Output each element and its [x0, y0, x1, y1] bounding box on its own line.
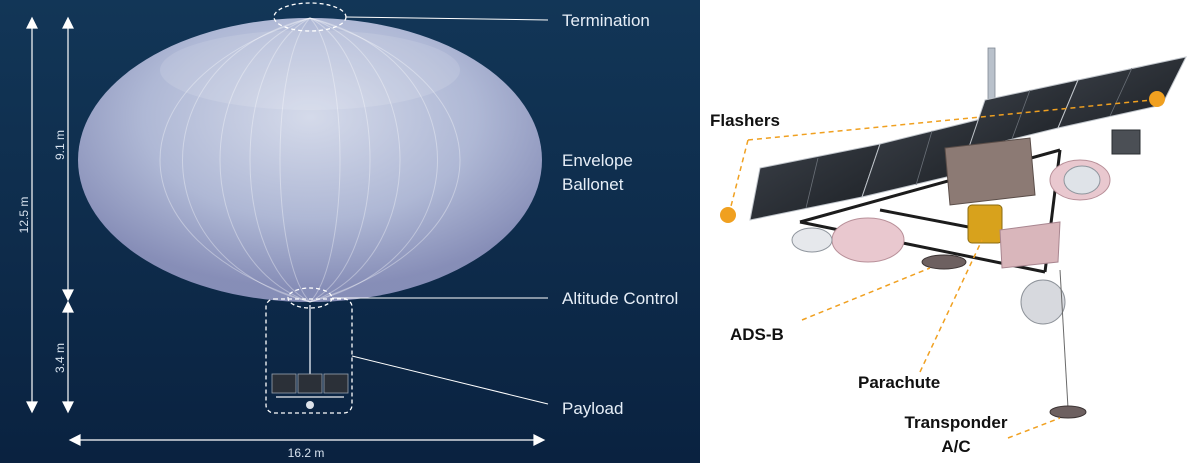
envelope-label: Envelope: [562, 151, 633, 170]
flashers-label: Flashers: [710, 111, 780, 130]
payload-height-dimension: [62, 300, 74, 414]
transponder-label-line1: Transponder: [905, 413, 1008, 432]
transponder-leader: [1007, 417, 1061, 439]
avionics-box: [944, 137, 1036, 206]
envelope-height-value: 9.1 m: [53, 130, 67, 160]
width-dimension: [68, 434, 546, 446]
parachute-leader: [919, 239, 983, 373]
transponder-ac-antenna: [1049, 405, 1087, 419]
termination-leader: [345, 16, 549, 21]
transponder-cable: [1059, 269, 1069, 409]
envelope-highlight: [160, 30, 460, 110]
ballonet-label: Ballonet: [562, 175, 624, 194]
width-value: 16.2 m: [288, 446, 325, 460]
flasher-marker-left: [720, 207, 736, 223]
total-height-dimension: [26, 16, 38, 414]
balloon-envelope: [78, 18, 542, 302]
payload-miniature: [271, 373, 349, 409]
payload-leader: [351, 355, 549, 405]
dish-right: [1063, 165, 1101, 195]
payload-marker: [265, 298, 353, 414]
adsb-label: ADS-B: [730, 325, 784, 344]
envelope-height-dimension: [62, 16, 74, 302]
module-left: [831, 217, 905, 263]
transponder-label-line2: A/C: [941, 437, 970, 456]
altitude-control-label: Altitude Control: [562, 289, 678, 308]
dish-left: [791, 227, 833, 253]
total-height-value: 12.5 m: [17, 197, 31, 234]
termination-label: Termination: [562, 11, 650, 30]
payload-background: [700, 0, 1200, 463]
envelope-gores: [159, 17, 461, 303]
payload-panel: Flashers ADS-B Parachute Transponder A/C: [700, 0, 1200, 463]
parachute-label: Parachute: [858, 373, 940, 392]
adsb-antenna: [921, 254, 967, 270]
sensor-box: [1111, 129, 1141, 155]
flashers-leaders: [729, 99, 1153, 211]
payload-label: Payload: [562, 399, 623, 418]
flasher-marker-right: [1149, 91, 1165, 107]
balloon-panel: Termination Envelope Ballonet Altitude C…: [0, 0, 700, 463]
mast: [987, 47, 996, 107]
transponder-dome: [1020, 279, 1066, 325]
module-lower: [999, 221, 1061, 269]
parachute-canister: [967, 204, 1003, 244]
payload-height-value: 3.4 m: [53, 343, 67, 373]
